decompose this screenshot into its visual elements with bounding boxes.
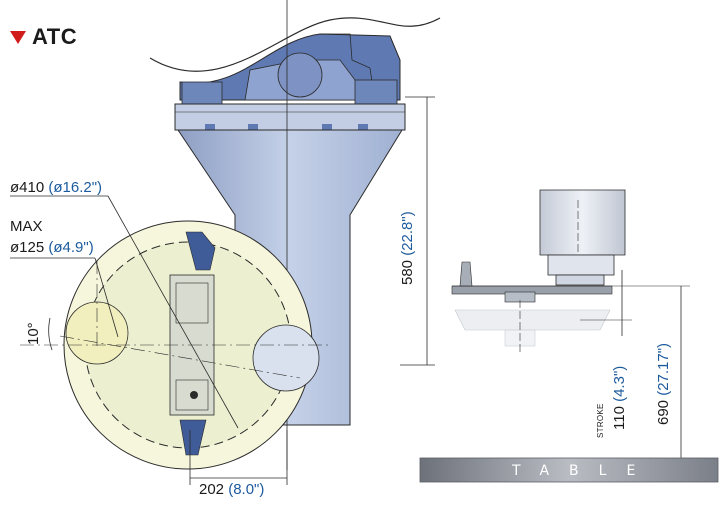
stroke-value-label: 110 (4.3"): [611, 365, 628, 430]
tool-diameter-inch: (ø4.9"): [48, 239, 94, 256]
tool-diameter-mm: ø125: [10, 239, 45, 256]
outer-diameter-inch: (ø16.2"): [48, 179, 103, 196]
stroke-label: STROKE: [596, 403, 605, 438]
head-casting: [145, 0, 442, 107]
side-view: [451, 189, 690, 460]
height-690-inch: (27.17"): [655, 342, 672, 396]
table-label: TABLE: [512, 463, 656, 479]
outer-diameter-label: ø410 (ø16.2"): [10, 180, 102, 195]
height-580-mm: 580: [399, 259, 416, 285]
stroke-inch: (4.3"): [611, 365, 628, 402]
machine-table: [419, 457, 719, 483]
tool-diameter-label: ø125 (ø4.9"): [10, 240, 94, 255]
outer-diameter-mm: ø410: [10, 179, 45, 196]
angle-label: 10°: [25, 322, 42, 345]
height-580-inch: (22.8"): [399, 211, 416, 256]
triangle-marker-icon: [10, 30, 26, 44]
section-header: ATC: [10, 24, 77, 50]
max-label: MAX: [10, 218, 43, 235]
height-580-label: 580 (22.8"): [399, 211, 416, 285]
stroke-mm: 110: [611, 406, 628, 430]
offset-label: 202 (8.0"): [199, 482, 264, 497]
height-690-mm: 690: [655, 399, 672, 425]
section-title: ATC: [32, 24, 78, 49]
offset-mm: 202: [199, 481, 225, 498]
offset-inch: (8.0"): [228, 481, 265, 498]
height-690-label: 690 (27.17"): [655, 342, 672, 425]
head-flange: [174, 103, 406, 131]
tool-magazine: [20, 220, 330, 470]
leader-lines: [10, 96, 435, 485]
